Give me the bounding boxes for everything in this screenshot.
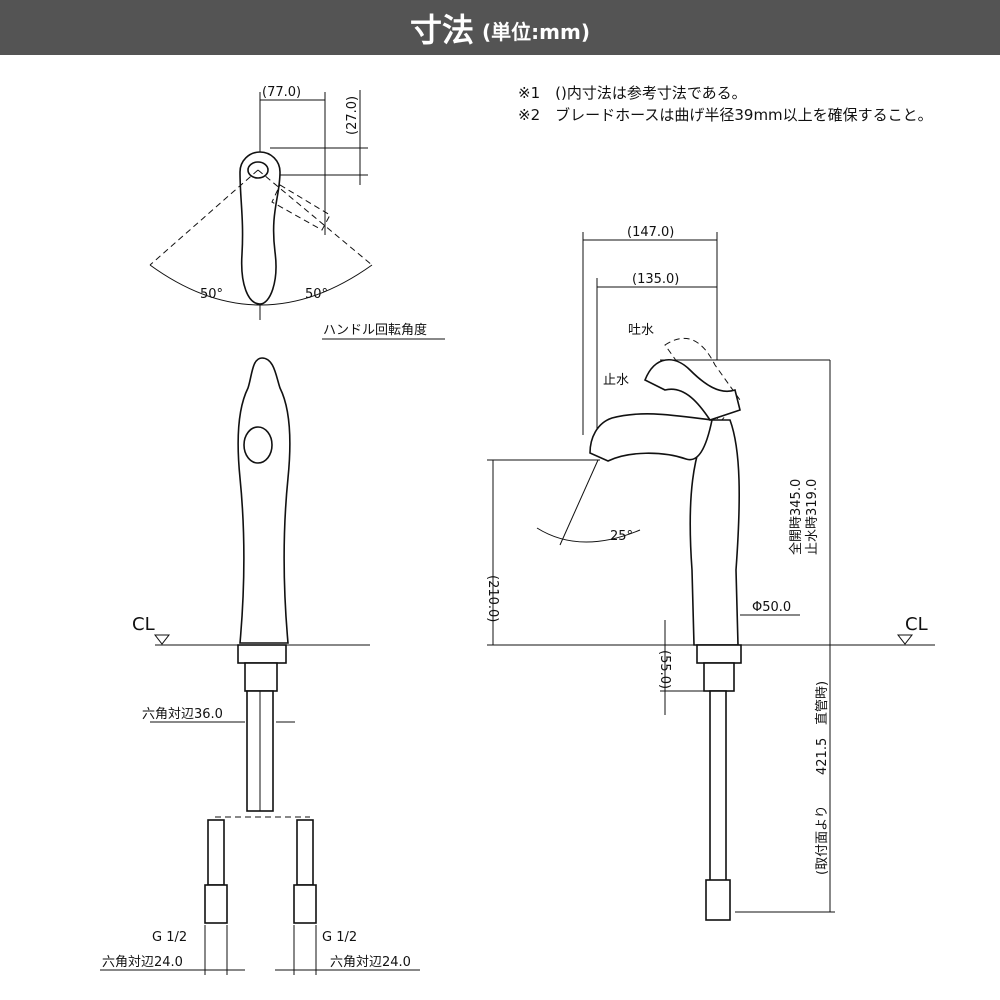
hex-36: 六角対辺36.0	[142, 707, 223, 722]
side-view: (147.0) (135.0) 吐水 止水 (210.0) 25° CL Φ50…	[485, 225, 935, 921]
note-2: ※2 ブレードホースは曲げ半径39mm以上を確保すること。	[518, 106, 933, 124]
cl-right: CL	[905, 614, 928, 635]
rotation-caption: ハンドル回転角度	[323, 322, 427, 338]
height-closed: 止水時319.0	[805, 479, 820, 555]
shank-dim: (55.0)	[657, 650, 672, 689]
thread-right: G 1/2	[322, 930, 357, 945]
spout-height: (210.0)	[485, 575, 500, 622]
unit-label: (単位:mm)	[482, 20, 590, 44]
angle-left: 50°	[200, 287, 223, 302]
notes: ※1 ()内寸法は参考寸法である。 ※2 ブレードホースは曲げ半径39mm以上を…	[518, 82, 933, 126]
top-depth-dim: (27.0)	[345, 96, 360, 135]
header-bar: 寸法 (単位:mm)	[0, 0, 1000, 55]
front-view: CL 六角対辺36.0 G 1/2 G 1/2 六角対辺24.0 六角対辺24.…	[100, 357, 420, 975]
hose-length: 421.5	[815, 738, 830, 775]
diameter: Φ50.0	[752, 600, 791, 615]
hose-length-prefix: (取付面より	[815, 805, 830, 875]
reach-total: (147.0)	[627, 225, 674, 240]
note-1: ※1 ()内寸法は参考寸法である。	[518, 84, 747, 102]
top-width-dim: (77.0)	[262, 85, 301, 100]
hex-24-left: 六角対辺24.0	[102, 955, 183, 970]
hose-length-suffix: 直管時)	[815, 681, 830, 725]
thread-left: G 1/2	[152, 930, 187, 945]
open-label: 吐水	[628, 323, 654, 338]
height-open: 全開時345.0	[788, 479, 804, 555]
reach-spout: (135.0)	[632, 272, 679, 287]
cl-left: CL	[132, 614, 155, 635]
spout-angle: 25°	[610, 529, 633, 544]
angle-right: 50°	[305, 287, 328, 302]
page-title: 寸法	[410, 10, 475, 49]
hex-24-right: 六角対辺24.0	[330, 955, 411, 970]
close-label: 止水	[603, 373, 629, 388]
top-view: (77.0) (27.0) 50° 50° ハンドル回転角度	[149, 85, 445, 340]
